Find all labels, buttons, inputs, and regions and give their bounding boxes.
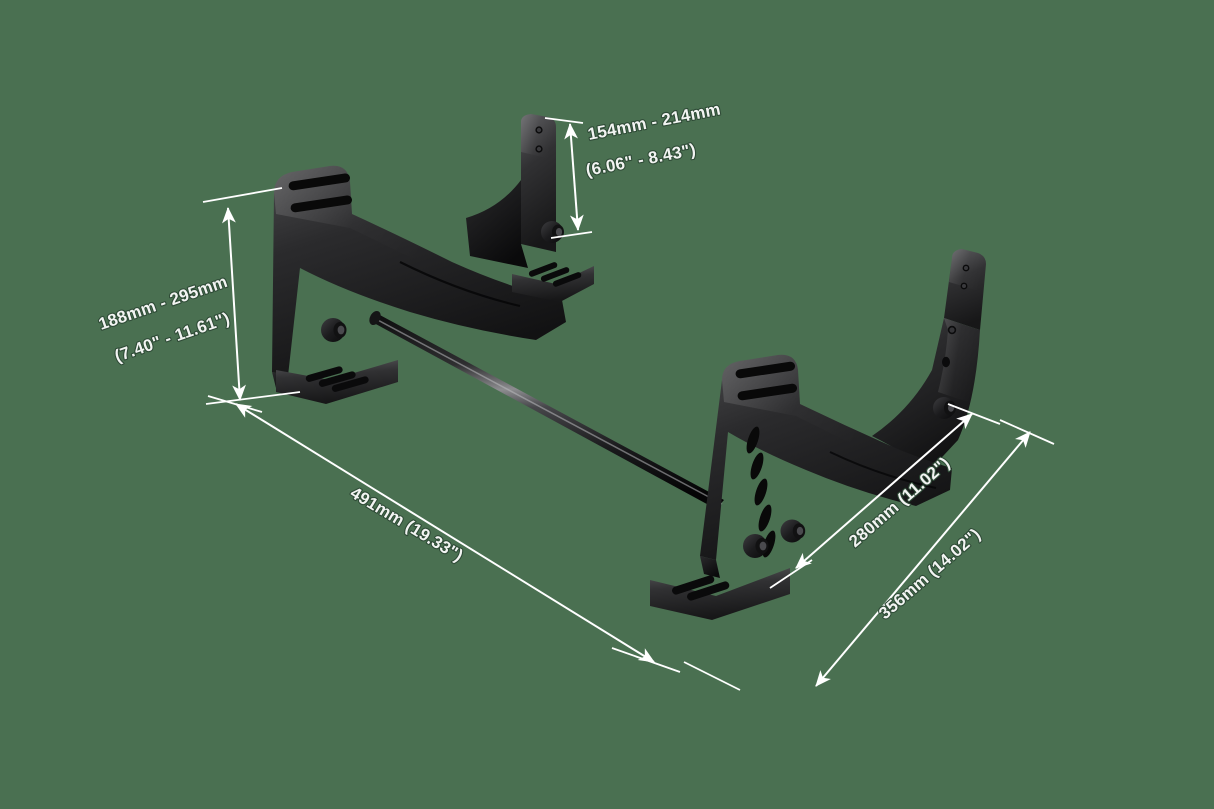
label-outer-overall-width: 356mm (14.02")	[875, 525, 984, 623]
dimension-line-rear-height	[564, 122, 584, 232]
right-bracket-slot-group	[735, 361, 798, 401]
connecting-crossbar-tube	[369, 310, 724, 509]
right-bracket-base-rail	[650, 568, 790, 620]
left-bracket-side-plate	[272, 165, 566, 376]
dimension-line-outer-width	[815, 431, 1031, 687]
left-bracket-base-rail	[276, 262, 594, 404]
left-bracket-slot-group	[288, 173, 353, 213]
extension-lines-length	[207, 395, 681, 673]
left-bracket-rear-tab	[521, 114, 556, 252]
dimension-line-length	[235, 403, 655, 663]
label-rear-height-range-imperial: (6.06" - 8.43")	[584, 140, 697, 180]
extension-lines-height	[202, 187, 301, 405]
left-bracket-gusset	[466, 180, 528, 268]
right-bracket-front-leg	[700, 556, 720, 578]
label-rear-height-range-metric: 154mm - 214mm	[586, 100, 722, 144]
right-bracket-rear-tab	[944, 249, 986, 330]
label-overall-length: 491mm (19.33")	[347, 483, 467, 565]
dimension-annotations	[202, 117, 1055, 691]
dimension-line-height	[222, 206, 246, 402]
left-seat-bracket	[272, 114, 594, 404]
extension-lines-rear-height	[544, 117, 593, 239]
right-bracket-side-plate	[700, 354, 952, 560]
adjustment-knob	[321, 221, 564, 342]
